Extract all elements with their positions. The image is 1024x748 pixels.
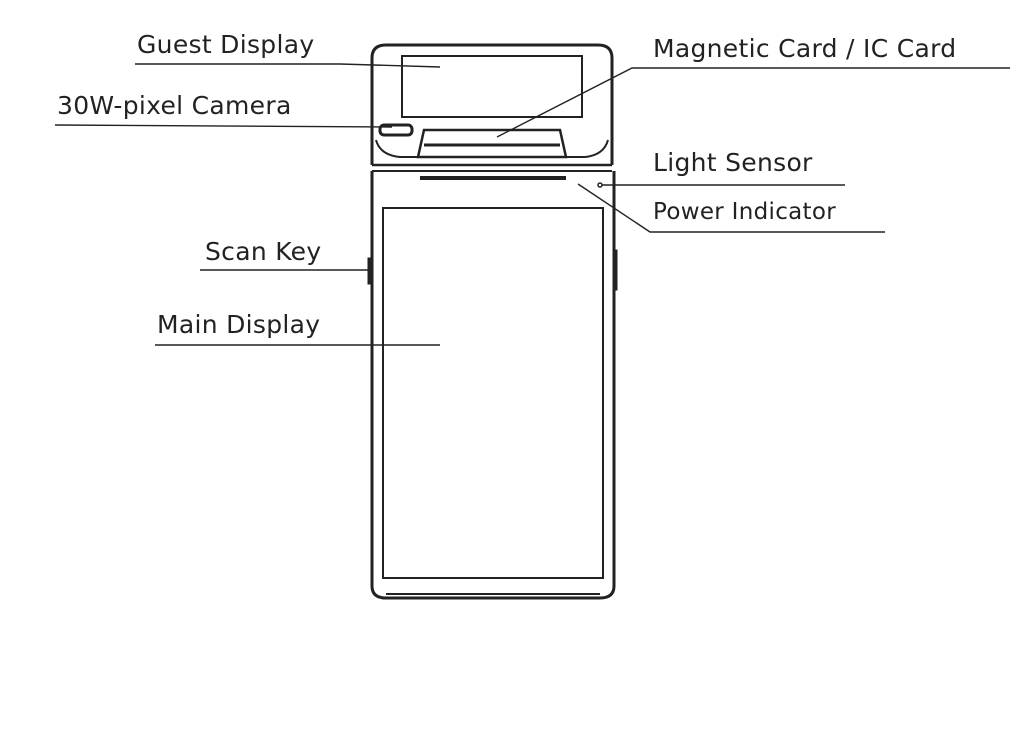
label-card-reader: Magnetic Card / IC Card	[653, 34, 957, 63]
label-light-sensor: Light Sensor	[653, 148, 813, 177]
label-camera: 30W-pixel Camera	[57, 91, 292, 120]
label-main-display: Main Display	[157, 310, 321, 339]
label-scan-key: Scan Key	[205, 237, 322, 266]
device-head	[370, 43, 614, 165]
label-guest-display: Guest Display	[137, 30, 315, 59]
camera	[378, 123, 414, 137]
guest-display-screen	[401, 55, 583, 118]
card-leader	[496, 67, 1010, 138]
device-body	[370, 171, 616, 600]
camera-leader	[54, 124, 393, 128]
power-indicator-leader	[577, 183, 885, 233]
main-display-screen	[382, 207, 604, 579]
label-power-indicator: Power Indicator	[653, 199, 836, 225]
scan-key	[367, 257, 373, 285]
guest-display-leader	[135, 63, 441, 68]
side-button	[613, 249, 618, 291]
light-sensor	[597, 182, 603, 188]
